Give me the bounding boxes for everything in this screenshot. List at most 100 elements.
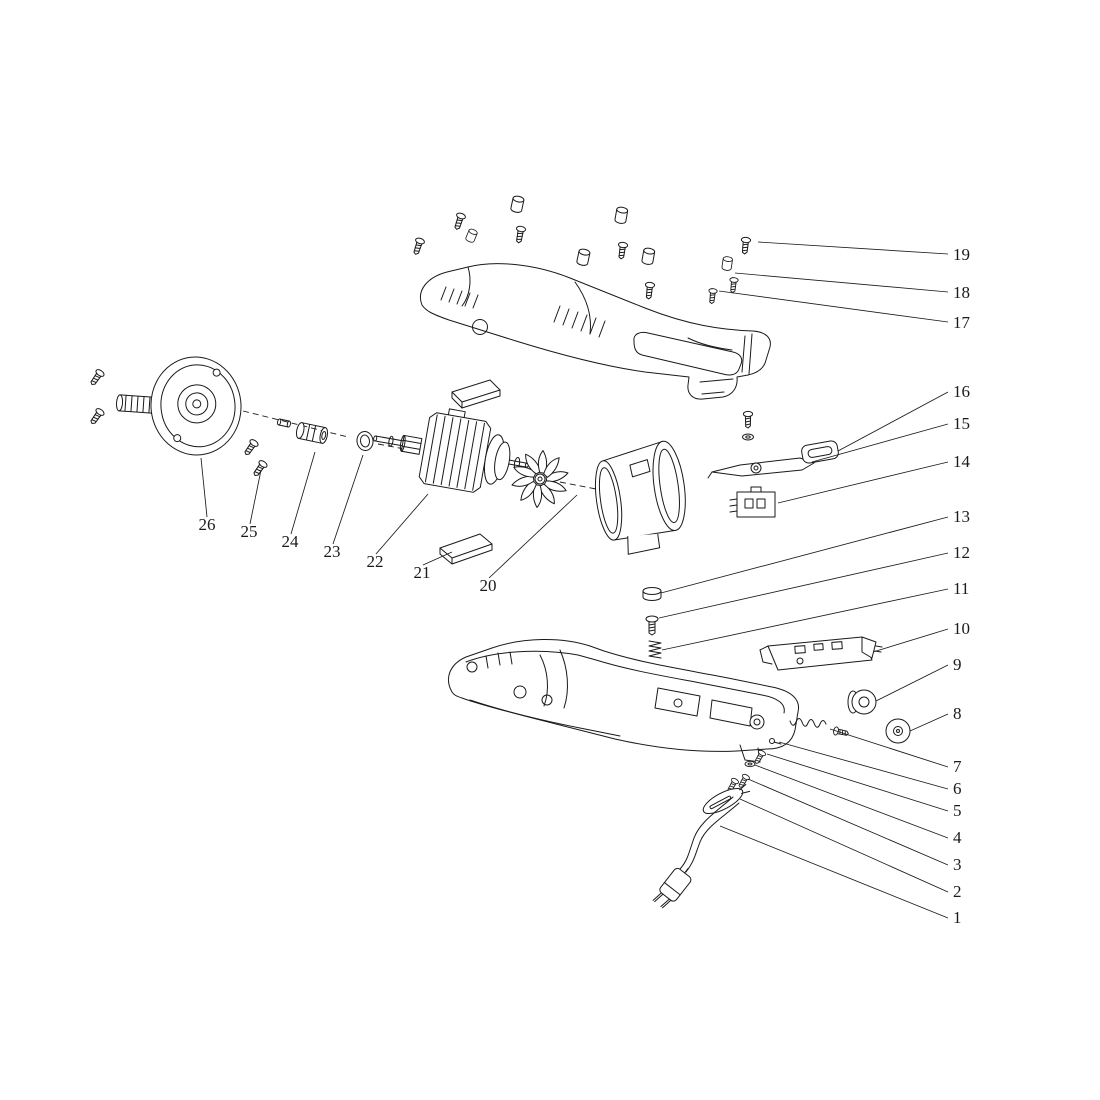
washer-icon bbox=[744, 760, 756, 768]
callout-14: 14 bbox=[953, 452, 971, 471]
callout-20: 20 bbox=[480, 576, 497, 595]
round-knob bbox=[885, 718, 911, 744]
switch-block bbox=[729, 486, 776, 518]
screw-icon bbox=[241, 437, 260, 458]
callout-8: 8 bbox=[953, 704, 962, 723]
callout-17: 17 bbox=[953, 313, 971, 332]
cap-icon bbox=[640, 246, 656, 266]
leader-9 bbox=[875, 664, 949, 702]
motor-end-housing bbox=[594, 440, 686, 555]
drive-wheel bbox=[115, 356, 242, 456]
cap-icon bbox=[721, 255, 734, 272]
axis-dashed-line bbox=[559, 481, 597, 490]
cap-icon bbox=[509, 194, 525, 214]
foam-pad-upper bbox=[451, 379, 501, 409]
callout-2: 2 bbox=[953, 882, 962, 901]
screw-icon bbox=[728, 276, 739, 294]
cap-icon bbox=[575, 247, 591, 267]
callout-3: 3 bbox=[953, 855, 962, 874]
leader-3 bbox=[747, 778, 949, 866]
callout-10: 10 bbox=[953, 619, 970, 638]
leader-21 bbox=[422, 551, 453, 566]
callout-1: 1 bbox=[953, 908, 962, 927]
callout-22: 22 bbox=[367, 552, 384, 571]
power-cord bbox=[679, 796, 740, 873]
leader-4 bbox=[754, 764, 949, 839]
leader-20 bbox=[488, 494, 578, 579]
callout-23: 23 bbox=[324, 542, 341, 561]
washer-icon bbox=[742, 433, 754, 441]
screw-icon bbox=[643, 281, 656, 300]
leader-7 bbox=[829, 728, 949, 768]
leader-2 bbox=[739, 798, 949, 893]
leader-22 bbox=[375, 493, 429, 555]
pin bbox=[769, 738, 782, 745]
leader-18 bbox=[734, 272, 949, 293]
callout-25: 25 bbox=[241, 522, 258, 541]
paddle bbox=[702, 783, 751, 815]
callout-19: 19 bbox=[953, 245, 970, 264]
screw-icon bbox=[739, 236, 752, 255]
leader-1 bbox=[719, 825, 949, 919]
leader-17 bbox=[718, 290, 949, 323]
pcb bbox=[759, 636, 883, 671]
cap-icon bbox=[464, 227, 479, 244]
callout-6: 6 bbox=[953, 779, 962, 798]
fan bbox=[511, 449, 569, 509]
leader-26 bbox=[200, 457, 208, 518]
leader-11 bbox=[661, 588, 949, 651]
callout-26: 26 bbox=[199, 515, 216, 534]
screw-icon bbox=[513, 225, 527, 245]
screw-icon bbox=[410, 236, 426, 257]
lever-arm bbox=[707, 457, 815, 479]
foam-pad-lower bbox=[439, 533, 493, 565]
callout-5: 5 bbox=[953, 801, 962, 820]
callout-labels: 19 18 17 16 15 14 13 12 11 10 9 8 7 6 5 … bbox=[199, 245, 971, 927]
leader-6 bbox=[778, 741, 949, 790]
callout-24: 24 bbox=[282, 532, 300, 551]
leader-14 bbox=[777, 461, 949, 504]
leader-16 bbox=[837, 391, 949, 452]
callout-18: 18 bbox=[953, 283, 970, 302]
callout-15: 15 bbox=[953, 414, 970, 433]
leader-12 bbox=[658, 552, 949, 619]
lower-housing bbox=[448, 638, 800, 763]
leader-13 bbox=[660, 516, 949, 594]
spring bbox=[648, 640, 662, 659]
leader-5 bbox=[766, 753, 949, 812]
leader-lines bbox=[200, 241, 949, 919]
screw-icon bbox=[832, 726, 850, 739]
coupler bbox=[295, 422, 329, 444]
adjust-screw bbox=[645, 615, 659, 636]
handle-loop bbox=[801, 440, 839, 464]
leader-25 bbox=[249, 469, 262, 525]
callout-11: 11 bbox=[953, 579, 969, 598]
callout-13: 13 bbox=[953, 507, 970, 526]
callout-21: 21 bbox=[414, 563, 431, 582]
coupler-pin bbox=[277, 418, 291, 428]
small-fasteners bbox=[725, 738, 782, 794]
callout-7: 7 bbox=[953, 757, 962, 776]
screw-icon bbox=[451, 211, 467, 232]
upper-housing bbox=[420, 263, 771, 400]
threaded-shaft bbox=[115, 394, 157, 414]
screw-icon bbox=[707, 287, 718, 305]
retaining-ring bbox=[356, 431, 374, 451]
leader-19 bbox=[757, 241, 949, 255]
axis-dashed-line bbox=[242, 410, 349, 438]
spring-screw bbox=[789, 718, 850, 739]
callout-16: 16 bbox=[953, 382, 970, 401]
lever-assembly bbox=[707, 410, 839, 518]
screw-icon bbox=[615, 241, 629, 261]
callout-4: 4 bbox=[953, 828, 962, 847]
knob-with-stem bbox=[847, 689, 877, 715]
screw-icon bbox=[742, 410, 754, 429]
screw-icon bbox=[87, 406, 106, 427]
leader-8 bbox=[909, 713, 949, 732]
leader-23 bbox=[332, 454, 364, 545]
leader-10 bbox=[872, 628, 949, 653]
leader-24 bbox=[290, 451, 316, 535]
leader-15 bbox=[811, 423, 949, 463]
callout-12: 12 bbox=[953, 543, 970, 562]
